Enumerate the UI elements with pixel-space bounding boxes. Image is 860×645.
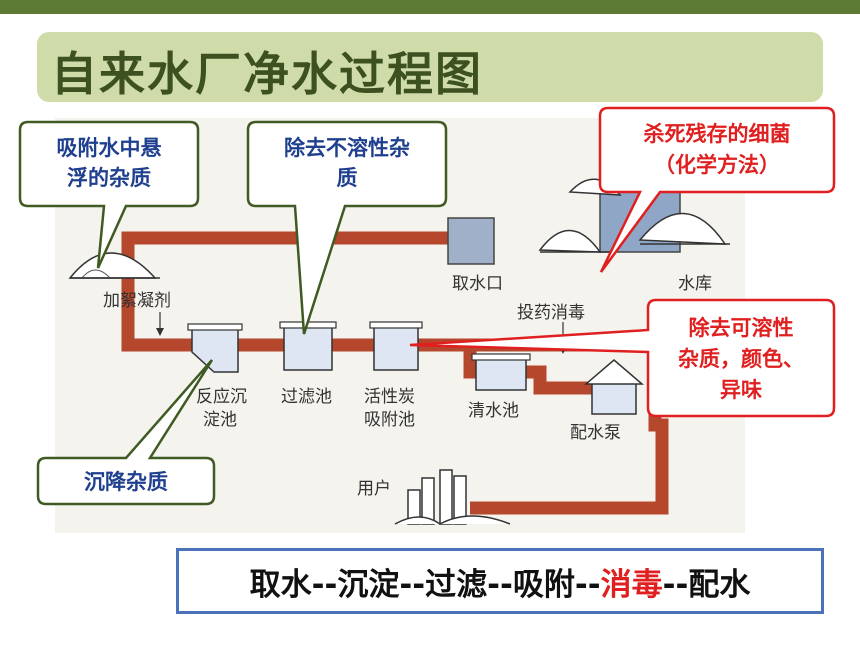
callout-adsorb-suspended: 吸附水中悬 浮的杂质 xyxy=(18,120,200,269)
label-coagulant: 加絮凝剂 xyxy=(103,291,171,311)
callout-adsorb-line1: 吸附水中悬 xyxy=(57,136,162,160)
title-banner: 自来水厂净水过程图 xyxy=(37,32,823,102)
process-summary-text: 取水--沉淀--过滤--吸附--消毒--配水 xyxy=(179,551,821,611)
callout-settle-text: 沉降杂质 xyxy=(84,470,168,494)
callout-insoluble-line2: 质 xyxy=(337,166,358,190)
process-summary-box: 取水--沉淀--过滤--吸附--消毒--配水 xyxy=(176,548,824,614)
label-users: 用户 xyxy=(357,479,391,499)
label-disinfect: 投药消毒 xyxy=(517,303,585,323)
intake-box xyxy=(447,217,495,265)
top-bar xyxy=(0,0,860,14)
label-pump: 配水泵 xyxy=(570,423,621,443)
label-carbon-tank-1: 活性炭 xyxy=(364,387,415,407)
callout-bacteria-line2: （化学方法） xyxy=(654,153,780,177)
coagulant-hill-icon xyxy=(68,252,160,279)
callout-soluble-line2: 杂质，颜色、 xyxy=(678,347,804,371)
callout-soluble-line3: 异味 xyxy=(720,378,762,402)
label-filter-tank: 过滤池 xyxy=(281,387,332,407)
callout-remove-soluble: 除去可溶性 杂质，颜色、 异味 xyxy=(409,298,836,418)
label-reservoir: 水库 xyxy=(678,274,712,294)
page-title: 自来水厂净水过程图 xyxy=(51,47,483,101)
carbon-tank-icon xyxy=(369,321,423,371)
label-reaction-tank-1: 反应沉 xyxy=(196,387,247,407)
process-part-1: 取水--沉淀--过滤--吸附-- xyxy=(249,566,601,603)
reaction-tank-icon xyxy=(187,323,243,373)
callout-kill-bacteria: 杀死残存的细菌 （化学方法） xyxy=(598,106,836,273)
user-buildings-icon xyxy=(394,469,511,525)
callout-remove-insoluble: 除去不溶性杂 质 xyxy=(246,120,448,335)
callout-soluble-line1: 除去可溶性 xyxy=(689,316,794,340)
process-part-disinfect: 消毒 xyxy=(600,566,663,603)
callout-insoluble-line1: 除去不溶性杂 xyxy=(284,136,410,160)
clear-water-tank-icon xyxy=(471,353,531,391)
label-intake: 取水口 xyxy=(452,274,503,294)
process-part-3: --配水 xyxy=(662,566,751,603)
callout-bacteria-line1: 杀死残存的细菌 xyxy=(644,122,791,146)
label-reaction-tank-2: 淀池 xyxy=(203,410,237,430)
label-clear-tank: 清水池 xyxy=(468,401,519,421)
pump-house-icon xyxy=(583,359,645,415)
filter-tank-icon xyxy=(279,321,337,371)
callout-settle-impurities: 沉降杂质 xyxy=(36,359,216,506)
label-carbon-tank-2: 吸附池 xyxy=(364,410,415,430)
coagulant-arrow-icon xyxy=(156,312,164,336)
callout-adsorb-line2: 浮的杂质 xyxy=(67,166,151,190)
